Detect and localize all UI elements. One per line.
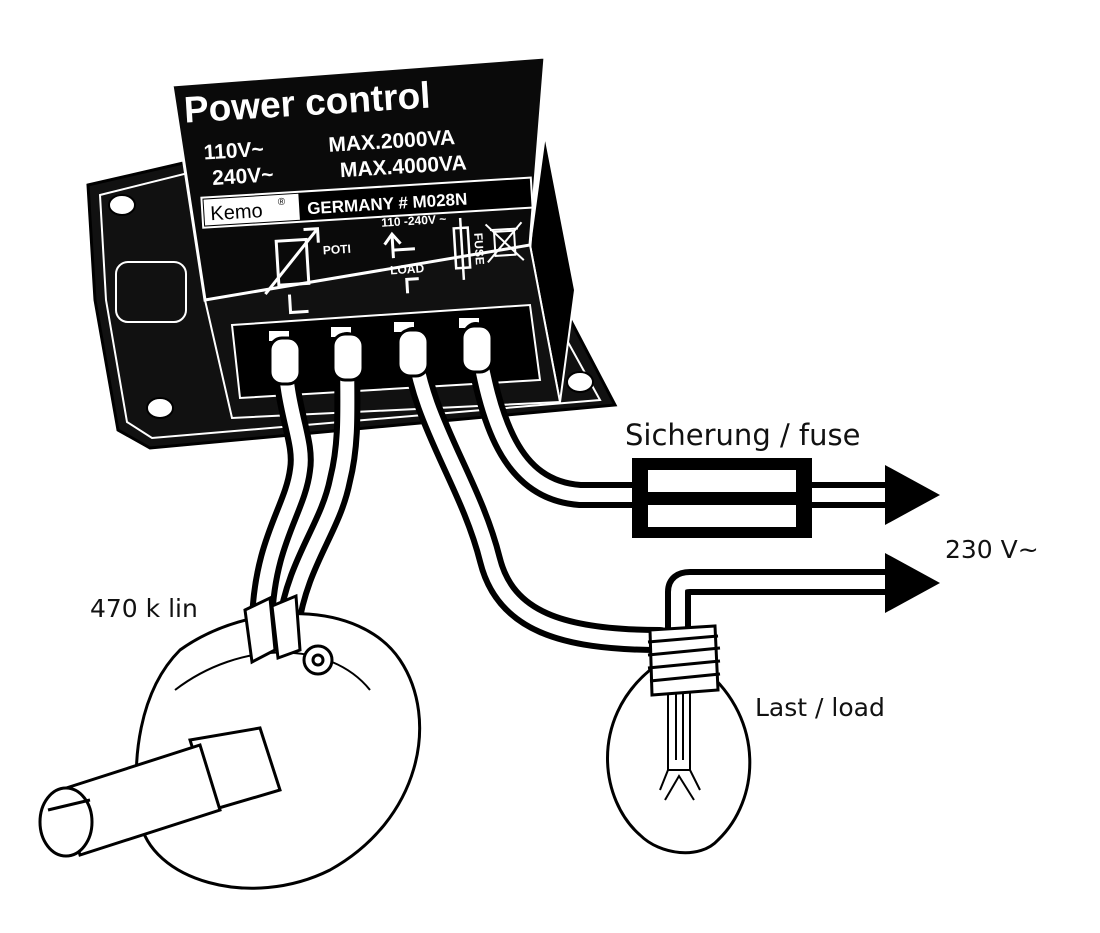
poti-symbol-icon (264, 227, 320, 315)
wire-lamp-outline (665, 569, 903, 643)
fuse-label: FUSE (471, 232, 487, 265)
poti-label: POTI (322, 242, 351, 258)
light-bulb-icon (606, 624, 752, 855)
fuse-label-text: Sicherung / fuse (625, 418, 860, 452)
mounting-hole-right (566, 371, 594, 393)
fuse-icon (632, 458, 812, 538)
brand-mark: ® (277, 197, 286, 208)
voltage-range-label: 110 -240V ~ (381, 212, 447, 230)
potentiometer-label: 470 k lin (90, 594, 198, 623)
module-voltage-240: 240V~ (212, 163, 275, 190)
mounting-hole-left-bottom (146, 397, 174, 419)
fuse-symbol-icon (452, 217, 472, 280)
wire-lamp (671, 575, 897, 637)
brand-name: Kemo (210, 200, 263, 225)
mounting-hole-left-top (108, 194, 136, 216)
module-voltage-110: 110V~ (203, 138, 264, 165)
mains-voltage-label: 230 V~ (945, 535, 1039, 564)
wire-poti-1 (255, 343, 308, 627)
output-arrow-top-icon (885, 465, 940, 525)
weee-bin-icon (484, 221, 525, 264)
load-arrow-icon (383, 231, 419, 294)
output-arrow-bottom-icon (885, 553, 940, 613)
wire-sleeves (268, 324, 494, 386)
wire-load (406, 333, 667, 647)
load-label-text: Last / load (755, 693, 885, 722)
potentiometer-icon (38, 593, 421, 890)
wire-poti-2 (281, 338, 355, 635)
load-label: LOAD (390, 261, 425, 277)
